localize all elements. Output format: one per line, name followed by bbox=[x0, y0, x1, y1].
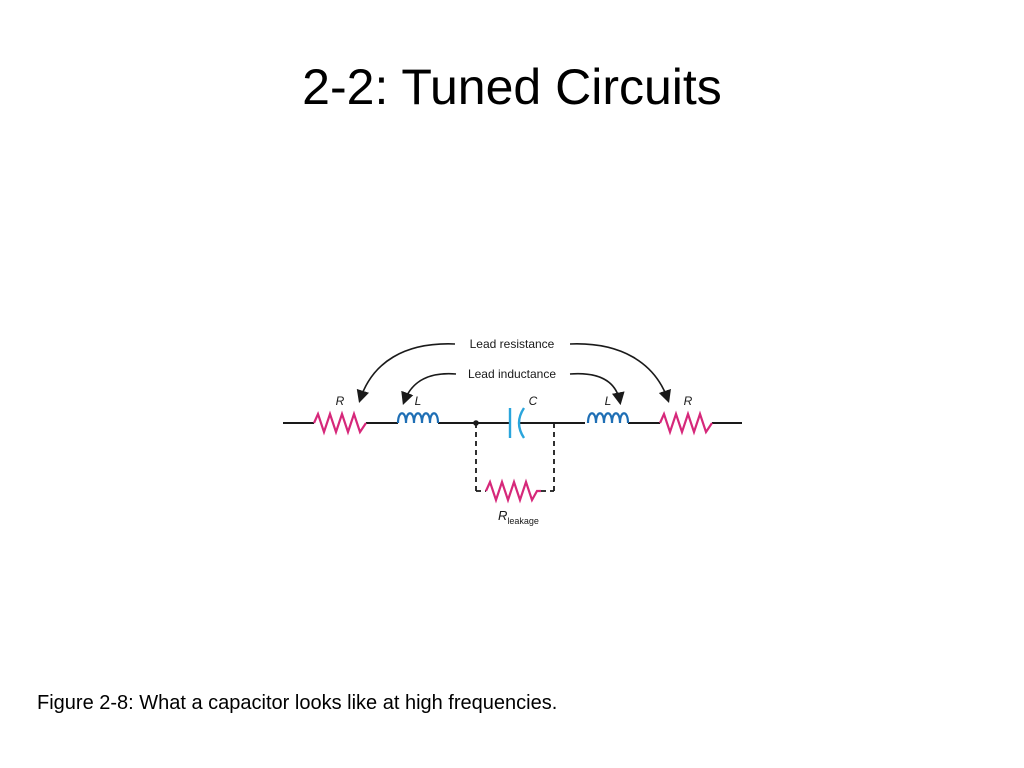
left-resistor-label: R bbox=[336, 394, 345, 408]
capacitor-equivalent-circuit-diagram: R L C L R Rleakage Lead resistance Lead … bbox=[270, 325, 750, 540]
lead-inductance-label: Lead inductance bbox=[468, 367, 556, 381]
left-lead-inductor bbox=[396, 412, 440, 424]
lead-resistance-label: Lead resistance bbox=[470, 337, 555, 351]
lead-inductance-arrow-right bbox=[569, 372, 625, 406]
right-resistor-label: R bbox=[684, 394, 693, 408]
capacitor-symbol bbox=[508, 407, 526, 439]
right-inductor-label: L bbox=[605, 394, 612, 408]
figure-caption: Figure 2-8: What a capacitor looks like … bbox=[37, 692, 558, 714]
slide-title: 2-2: Tuned Circuits bbox=[302, 59, 722, 115]
left-inductor-label: L bbox=[415, 394, 422, 408]
capacitor-label: C bbox=[529, 394, 538, 408]
leakage-label-sub: leakage bbox=[507, 516, 539, 526]
leakage-label-main: R bbox=[498, 508, 507, 523]
leakage-resistor bbox=[484, 478, 541, 504]
right-lead-resistor bbox=[658, 410, 713, 436]
right-lead-inductor bbox=[586, 412, 630, 424]
lead-resistance-arrow-right bbox=[569, 343, 671, 404]
lead-inductance-arrow-left bbox=[401, 372, 457, 406]
left-lead-resistor bbox=[312, 410, 367, 436]
lead-resistance-arrow-left bbox=[356, 343, 456, 404]
leakage-branch-wire bbox=[475, 423, 555, 492]
leakage-resistor-label: Rleakage bbox=[498, 508, 539, 526]
